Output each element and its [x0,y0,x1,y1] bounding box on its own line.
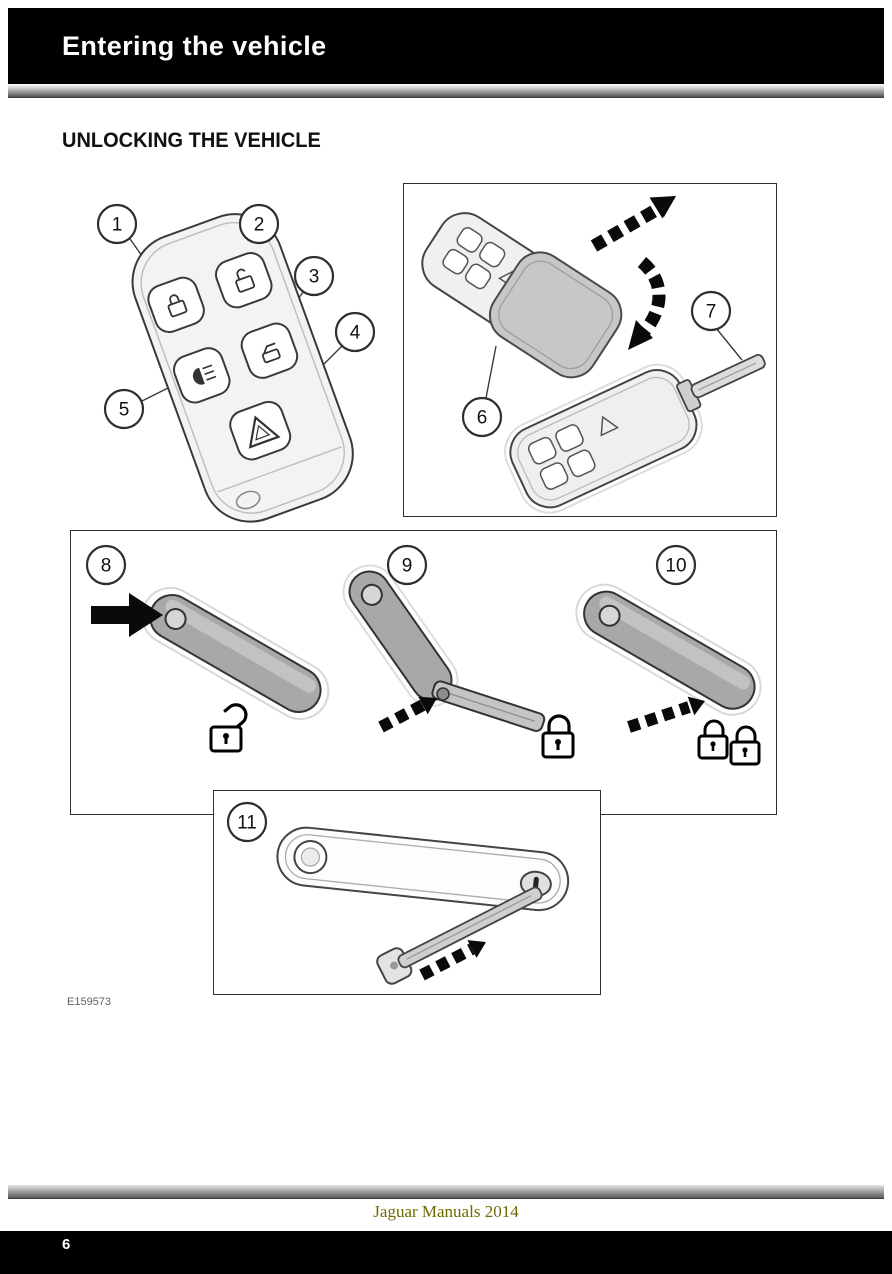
svg-text:2: 2 [254,215,265,236]
door-handle [276,826,570,912]
callout-7: 7 [690,290,732,332]
svg-text:9: 9 [402,556,413,577]
unlock-button [215,252,273,309]
callout-6: 6 [461,396,503,438]
fob-cover [488,251,623,379]
key-blade-unlock [141,587,330,720]
figure-code: E159573 [67,996,112,1008]
striped-arrow-down-icon [628,257,666,350]
callout-4: 4 [334,311,376,353]
section-heading: UNLOCKING THE VEHICLE [62,128,321,152]
headlamp-button [173,347,231,404]
key-blade-positions-panel: 8 9 10 [70,530,777,815]
door-handle-illustration: 11 [226,801,570,985]
striped-arrow-9-icon [378,696,437,733]
callout-10: 10 [655,544,697,586]
svg-text:11: 11 [237,813,257,834]
footer-bar: 6 [0,1231,892,1274]
door-handle-panel: 11 [213,790,601,995]
pivoted-metal-blade [431,680,546,732]
cover-removal-illustration: 6 7 [421,196,766,514]
double-lock-icon [697,719,761,766]
callout-2: 2 [238,203,280,245]
striped-arrow-up-icon [590,196,676,252]
svg-text:8: 8 [101,556,112,577]
remote-control-illustration: 1 2 3 4 5 [96,203,376,523]
lock-icon [167,294,188,318]
svg-text:3: 3 [309,267,320,288]
svg-text:5: 5 [119,400,130,421]
panic-button [229,400,292,461]
release-button [164,608,187,630]
page-number: 6 [62,1236,71,1253]
footer-divider-bar [8,1185,884,1199]
tailgate-button [240,322,299,379]
svg-text:10: 10 [665,556,686,577]
callout-5: 5 [103,388,145,430]
key-fob-body [131,213,354,523]
pivot-joint [436,687,450,701]
key-fob-with-cover [421,212,623,379]
lock-button [147,276,205,334]
callout-11: 11 [226,801,268,843]
page-title: Entering the vehicle [62,31,327,61]
solid-arrow-icon [91,593,163,637]
cover-removal-panel: 6 7 [403,183,777,517]
tailgate-release-icon [261,342,281,364]
emergency-key-blade [676,354,766,413]
keyring-slot [235,490,261,510]
unlock-icon [235,268,256,293]
headlamp-icon [192,364,217,385]
svg-text:1: 1 [112,215,123,236]
hazard-triangle-icon [248,415,281,449]
svg-text:7: 7 [706,302,717,323]
key-fob-with-blade [504,354,766,514]
closed-padlock-icon [541,714,575,759]
striped-arrow-10-icon [627,696,705,733]
callout-8: 8 [85,544,127,586]
striped-arrow-11-icon [419,940,486,981]
open-padlock-icon [209,703,248,753]
svg-text:6: 6 [477,408,488,429]
header-bar: Entering the vehicle [8,8,884,84]
header-divider-bar [8,84,884,98]
key-blade-positions-illustration: 8 9 10 [85,544,762,766]
publication-title: Jaguar Manuals 2014 [373,1202,519,1221]
callout-9: 9 [386,544,428,586]
emergency-key [376,886,543,985]
callout-3: 3 [293,255,335,297]
callout-1: 1 [96,203,138,245]
key-blade-double-lock [575,583,762,716]
svg-text:4: 4 [350,323,361,344]
